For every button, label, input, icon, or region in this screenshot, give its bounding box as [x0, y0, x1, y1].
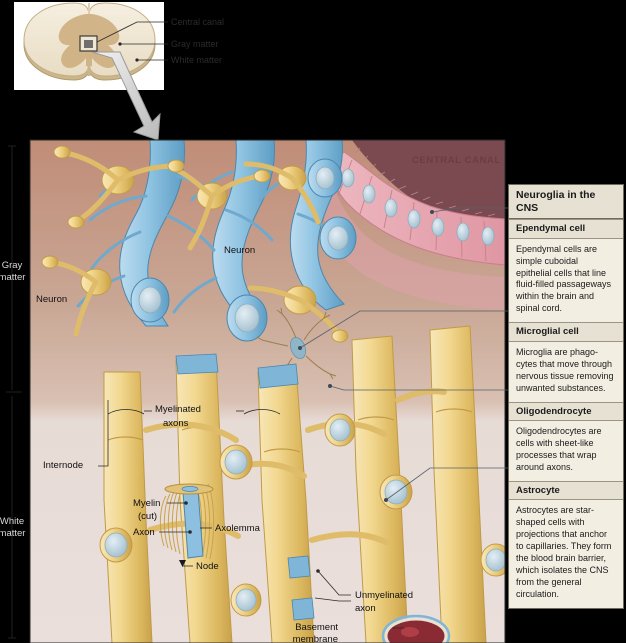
label-myelinated-axons-line1: Myelinated [155, 404, 201, 415]
legend-heading-astrocyte: Astrocyte [509, 480, 623, 501]
main-illustration [30, 140, 505, 643]
astrocyte-network [41, 145, 349, 343]
myelinated-axons-leader [107, 409, 281, 415]
label-myelin-line1: Myelin [133, 498, 160, 509]
inset-label-white-matter: White matter [171, 55, 222, 65]
neuron-network [76, 140, 357, 342]
bracket-label-gray-matter-line2: matter [0, 272, 25, 283]
bracket-label-white-matter-line1: White [0, 516, 24, 527]
legend-section-astrocyte[interactable]: Astrocyte Astrocytes are star-shaped cel… [509, 480, 623, 609]
label-myelin-line2: (cut) [138, 511, 157, 522]
main-panel-border [29, 139, 506, 643]
legend-body-microglial-cell: Microglia are phago-cytes that move thro… [509, 341, 623, 402]
bracket-label-white-matter-line2: matter [0, 528, 25, 539]
matter-brackets [6, 145, 22, 639]
capillary [381, 614, 451, 643]
legend-body-astrocyte: Astrocytes are star-shaped cells with pr… [509, 500, 623, 609]
unmyelinated-leader [314, 569, 351, 602]
legend-heading-microglial-cell: Microglial cell [509, 322, 623, 342]
axon-leader-dot [188, 530, 192, 534]
label-unmyelinated-line2: axon [355, 603, 376, 614]
legend-section-ependymal-cell[interactable]: Ependymal cell Ependymal cells are simpl… [509, 219, 623, 323]
inset-leader-lines [96, 21, 168, 62]
bracket-label-gray-matter-line1: Gray [2, 260, 23, 271]
label-basement-line1: Basement [295, 622, 338, 633]
ependymal-nuclei [341, 168, 495, 246]
legend-section-microglial-cell[interactable]: Microglial cell Microglia are phago-cyte… [509, 322, 623, 402]
central-canal-region [319, 140, 505, 310]
inset-label-gray-matter: Gray matter [171, 39, 219, 49]
internode-leader [98, 400, 109, 467]
label-basement-line2: membrane [293, 634, 338, 643]
label-central-canal: CENTRAL CANAL [412, 155, 501, 166]
label-axolemma: Axolemma [215, 523, 261, 534]
label-unmyelinated-line1: Unmyelinated [355, 590, 413, 601]
ependymal-cells [329, 151, 505, 266]
legend-heading-oligodendrocyte: Oligodendrocyte [509, 401, 623, 422]
label-neuron-left: Neuron [36, 294, 67, 305]
legend-section-oligodendrocyte[interactable]: Oligodendrocyte Oligodendrocytes are cel… [509, 401, 623, 481]
label-axon: Axon [133, 527, 155, 538]
legend-panel: Neuroglia in the CNS Ependymal cell Epen… [508, 184, 624, 610]
node-arrow-icon [179, 560, 186, 567]
legend-heading-ependymal-cell: Ependymal cell [509, 219, 623, 239]
myelin-leader-dot [184, 501, 188, 505]
label-myelinated-axons-line2: axons [163, 418, 189, 429]
legend-leader-lines [298, 207, 508, 502]
label-node: Node [196, 561, 219, 572]
legend-title: Neuroglia in the CNS [509, 185, 623, 220]
label-neuron-upper: Neuron [224, 245, 255, 256]
myelin-cutaway-detail [159, 483, 215, 560]
label-internode: Internode [43, 460, 83, 471]
glial-nuclei [99, 413, 505, 617]
legend-body-ependymal-cell: Ependymal cells are simple cuboidal epit… [509, 238, 623, 323]
neuron-cell-bodies [130, 158, 357, 342]
inset-label-central-canal: Central canal [171, 17, 224, 27]
inset-spinal-cord: Central canal Gray matter White matter [14, 2, 224, 141]
legend-body-oligodendrocyte: Oligodendrocytes are cells with sheet-li… [509, 421, 623, 481]
